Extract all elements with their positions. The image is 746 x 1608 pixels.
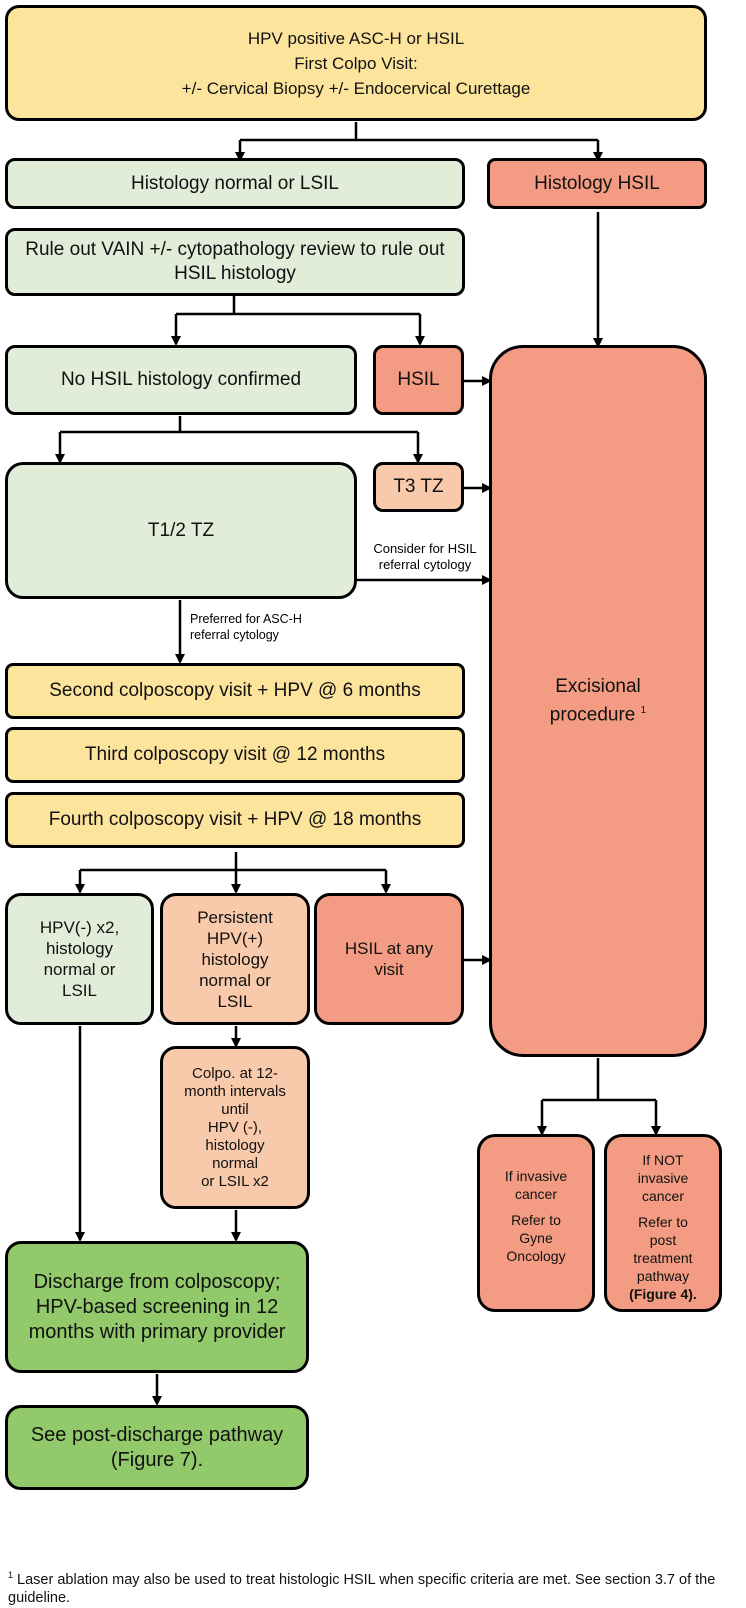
footnote: 1 Laser ablation may also be used to tre… <box>8 1566 728 1607</box>
not-invasive-line4: Refer to <box>638 1214 688 1230</box>
colpo12-line4: HPV (-), <box>207 1118 263 1136</box>
initial-visit-line3: +/- Cervical Biopsy +/- Endocervical Cur… <box>181 78 531 98</box>
invasive-line5: Oncology <box>506 1248 566 1264</box>
colpo-12-month-box: Colpo. at 12- month intervals until HPV … <box>160 1046 310 1209</box>
initial-visit-line2: First Colpo Visit: <box>294 53 418 73</box>
not-invasive-line1: If NOT <box>642 1152 684 1168</box>
hsil-box: HSIL <box>373 345 464 415</box>
third-visit-text: Third colposcopy visit @ 12 months <box>84 744 386 765</box>
fourth-visit-box: Fourth colposcopy visit + HPV @ 18 month… <box>5 792 465 848</box>
excisional-line2: procedure <box>549 704 636 726</box>
t3-tz-text: T3 TZ <box>393 476 444 497</box>
hsil-any-line2: visit <box>374 960 404 979</box>
hpv-negative-line1: HPV(-) x2, <box>39 918 120 937</box>
consider-hsil-line2: referral cytology <box>378 557 472 572</box>
persistent-line1: Persistent <box>197 907 273 927</box>
excisional-footnote-ref: 1 <box>640 704 647 716</box>
connector-excisional <box>542 1058 656 1102</box>
not-invasive-line3: cancer <box>641 1188 685 1204</box>
no-hsil-box: No HSIL histology confirmed <box>5 345 357 415</box>
rule-out-text: Rule out VAIN +/- cytopathology review t… <box>25 239 445 284</box>
second-visit-text: Second colposcopy visit + HPV @ 6 months <box>49 680 421 701</box>
second-visit-box: Second colposcopy visit + HPV @ 6 months <box>5 663 465 719</box>
persistent-hpv-box: Persistent HPV(+) histology normal or LS… <box>160 893 310 1025</box>
post-discharge-text: See post-discharge pathway (Figure 7). <box>30 1423 284 1471</box>
connector-top <box>240 122 598 142</box>
not-invasive-line7: pathway <box>636 1268 690 1284</box>
t12-tz-box: T1/2 TZ <box>5 462 357 599</box>
third-visit-box: Third colposcopy visit @ 12 months <box>5 727 465 783</box>
not-invasive-line2: invasive <box>637 1170 689 1186</box>
colpo12-line5: histology <box>205 1136 265 1154</box>
hpv-negative-line2: histology <box>45 939 114 958</box>
t3-tz-box: T3 TZ <box>373 462 464 512</box>
persistent-line4: normal or <box>199 970 271 990</box>
post-discharge-box: See post-discharge pathway (Figure 7). <box>5 1405 309 1490</box>
excisional-procedure-box: Excisional procedure 1 <box>489 345 707 1057</box>
histology-normal-text: Histology normal or LSIL <box>130 172 340 194</box>
hpv-negative-line4: LSIL <box>62 981 97 1000</box>
colpo12-line1: Colpo. at 12- <box>192 1064 278 1082</box>
initial-visit-line1: HPV positive ASC-H or HSIL <box>247 28 465 48</box>
invasive-line3: Refer to <box>511 1212 561 1228</box>
colpo12-line2: month intervals <box>184 1082 286 1100</box>
hsil-any-visit-box: HSIL at any visit <box>314 893 464 1025</box>
discharge-box: Discharge from colposcopy; HPV-based scr… <box>5 1241 309 1373</box>
consider-hsil-line1: Consider for HSIL <box>373 541 477 556</box>
preferred-ascH-line1: Preferred for ASC-H <box>190 612 302 626</box>
hpv-negative-box: HPV(-) x2, histology normal or LSIL <box>5 893 154 1025</box>
footnote-marker: 1 <box>8 1570 14 1580</box>
connector-fourth <box>80 852 386 872</box>
persistent-line2: HPV(+) <box>206 928 264 948</box>
not-invasive-cancer-box: If NOT invasive cancer Refer to post tre… <box>604 1134 722 1312</box>
histology-hsil-text: Histology HSIL <box>534 172 660 194</box>
hpv-negative-line3: normal or <box>43 960 116 979</box>
figure4-reference: (Figure 4). <box>629 1286 697 1302</box>
connector-no-hsil <box>60 416 418 434</box>
invasive-line2: cancer <box>514 1186 558 1202</box>
discharge-text: Discharge from colposcopy; HPV-based scr… <box>28 1270 286 1343</box>
persistent-line3: histology <box>201 949 269 969</box>
invasive-line4: Gyne <box>519 1230 553 1246</box>
not-invasive-line5: post <box>649 1232 677 1248</box>
colpo12-line6: normal <box>212 1154 258 1172</box>
fourth-visit-text: Fourth colposcopy visit + HPV @ 18 month… <box>48 809 422 830</box>
persistent-line5: LSIL <box>217 991 253 1011</box>
consider-hsil-label: Consider for HSIL referral cytology <box>360 541 490 573</box>
hsil-any-line1: HSIL at any <box>344 939 434 958</box>
preferred-ascH-line2: referral cytology <box>190 628 279 642</box>
preferred-ascH-label: Preferred for ASC-H referral cytology <box>190 611 330 643</box>
histology-normal-box: Histology normal or LSIL <box>5 158 465 209</box>
histology-hsil-box: Histology HSIL <box>487 158 707 209</box>
invasive-cancer-box: If invasive cancer Refer to Gyne Oncolog… <box>477 1134 595 1312</box>
no-hsil-text: No HSIL histology confirmed <box>60 369 302 390</box>
initial-visit-box: HPV positive ASC-H or HSIL First Colpo V… <box>5 5 707 121</box>
excisional-line1: Excisional <box>555 675 641 697</box>
rule-out-box: Rule out VAIN +/- cytopathology review t… <box>5 228 465 296</box>
t12-tz-text: T1/2 TZ <box>147 519 215 541</box>
footnote-text: Laser ablation may also be used to treat… <box>8 1571 716 1606</box>
invasive-line1: If invasive <box>504 1168 568 1184</box>
colpo12-line3: until <box>221 1100 249 1118</box>
not-invasive-line6: treatment <box>633 1250 693 1266</box>
hsil-text: HSIL <box>397 369 440 390</box>
colpo12-line7: or LSIL x2 <box>201 1172 269 1190</box>
connector-ruleout <box>176 296 420 316</box>
